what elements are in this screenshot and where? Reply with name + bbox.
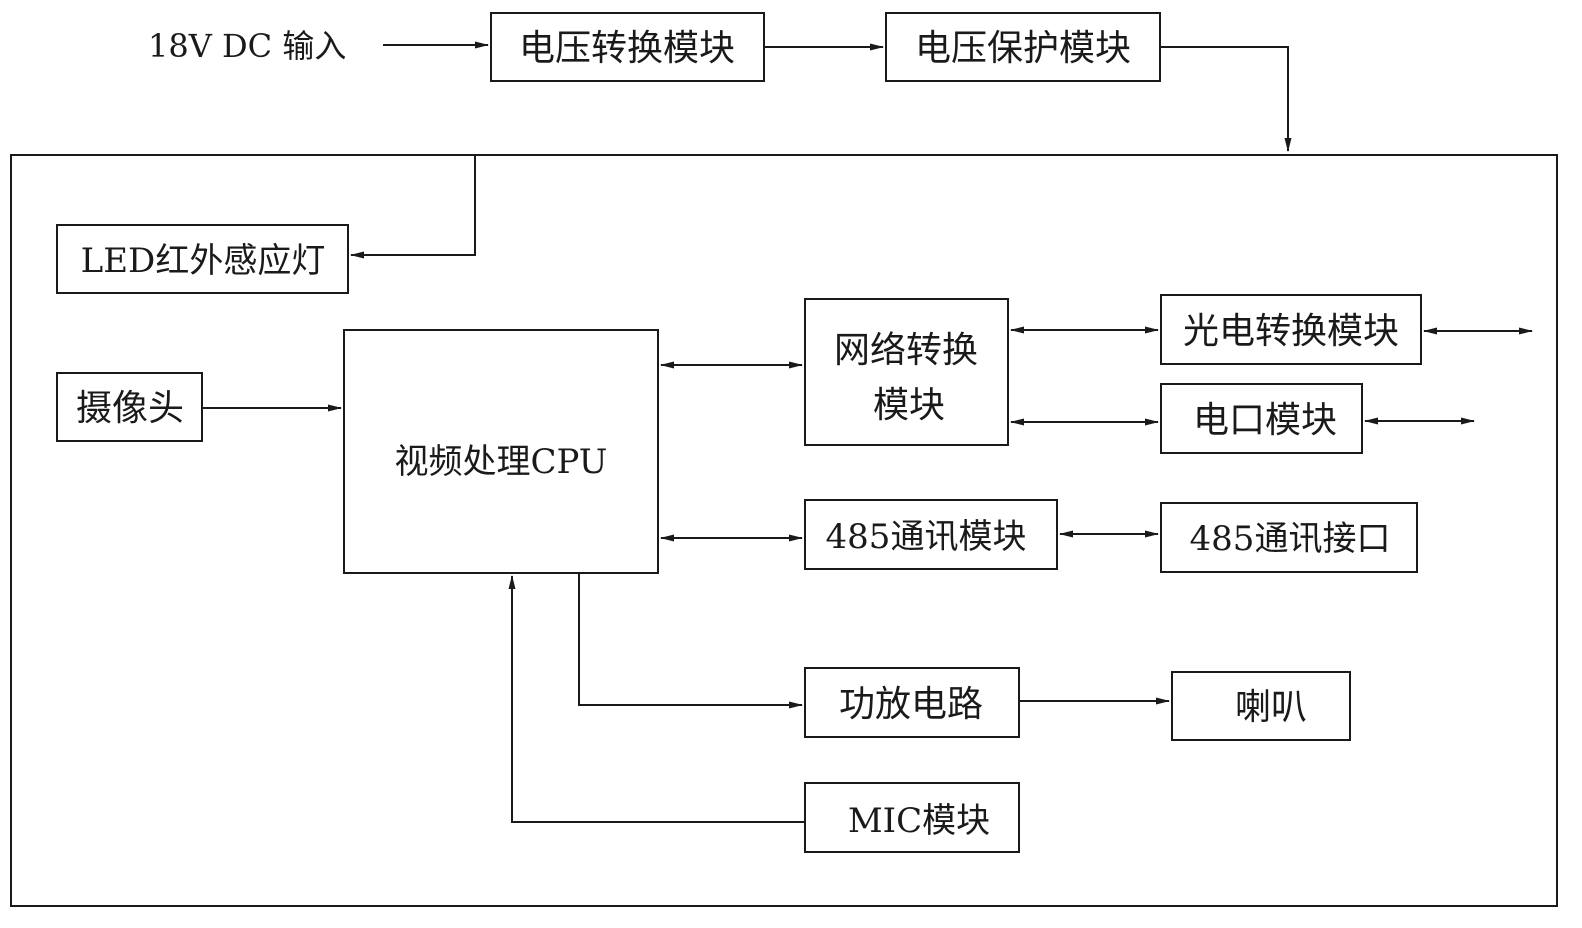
speaker-box [1171,671,1351,741]
device-enclosure [10,154,1558,907]
amplifier-box [804,667,1020,738]
led-label: LED红外感应灯 [81,241,326,281]
network-label-line2: 模块 [873,385,945,426]
cpu-box [343,329,659,574]
rs485-interface-label: 485通讯接口 [1190,519,1391,559]
voltage-convert-label: 电压转换模块 [519,28,735,69]
arrow-protect-to-enclosure [1160,46,1292,152]
led-box [56,224,349,294]
mic-box [804,782,1020,853]
arrow-cpu-to-amplifier [578,573,803,709]
optical-label: 光电转换模块 [1183,311,1399,352]
voltage-protect-label: 电压保护模块 [915,28,1131,69]
electric-port-label: 电口模块 [1193,400,1337,441]
arrow-power-to-led [350,156,476,259]
network-box [804,298,1009,446]
electric-port-box [1160,383,1363,454]
amplifier-label: 功放电路 [839,684,983,725]
arrow-mic-to-cpu [508,575,805,823]
speaker-label: 喇叭 [1235,687,1307,728]
rs485-module-box [804,499,1058,570]
mic-label: MIC模块 [848,801,990,841]
rs485-interface-box [1160,502,1418,573]
optical-box [1160,294,1422,365]
cpu-label: 视频处理CPU [395,442,608,482]
network-label-line1: 网络转换 [834,330,978,371]
input-label: 18V DC 输入 [148,27,346,65]
rs485-module-label: 485通讯模块 [826,517,1027,557]
camera-label: 摄像头 [76,388,184,429]
